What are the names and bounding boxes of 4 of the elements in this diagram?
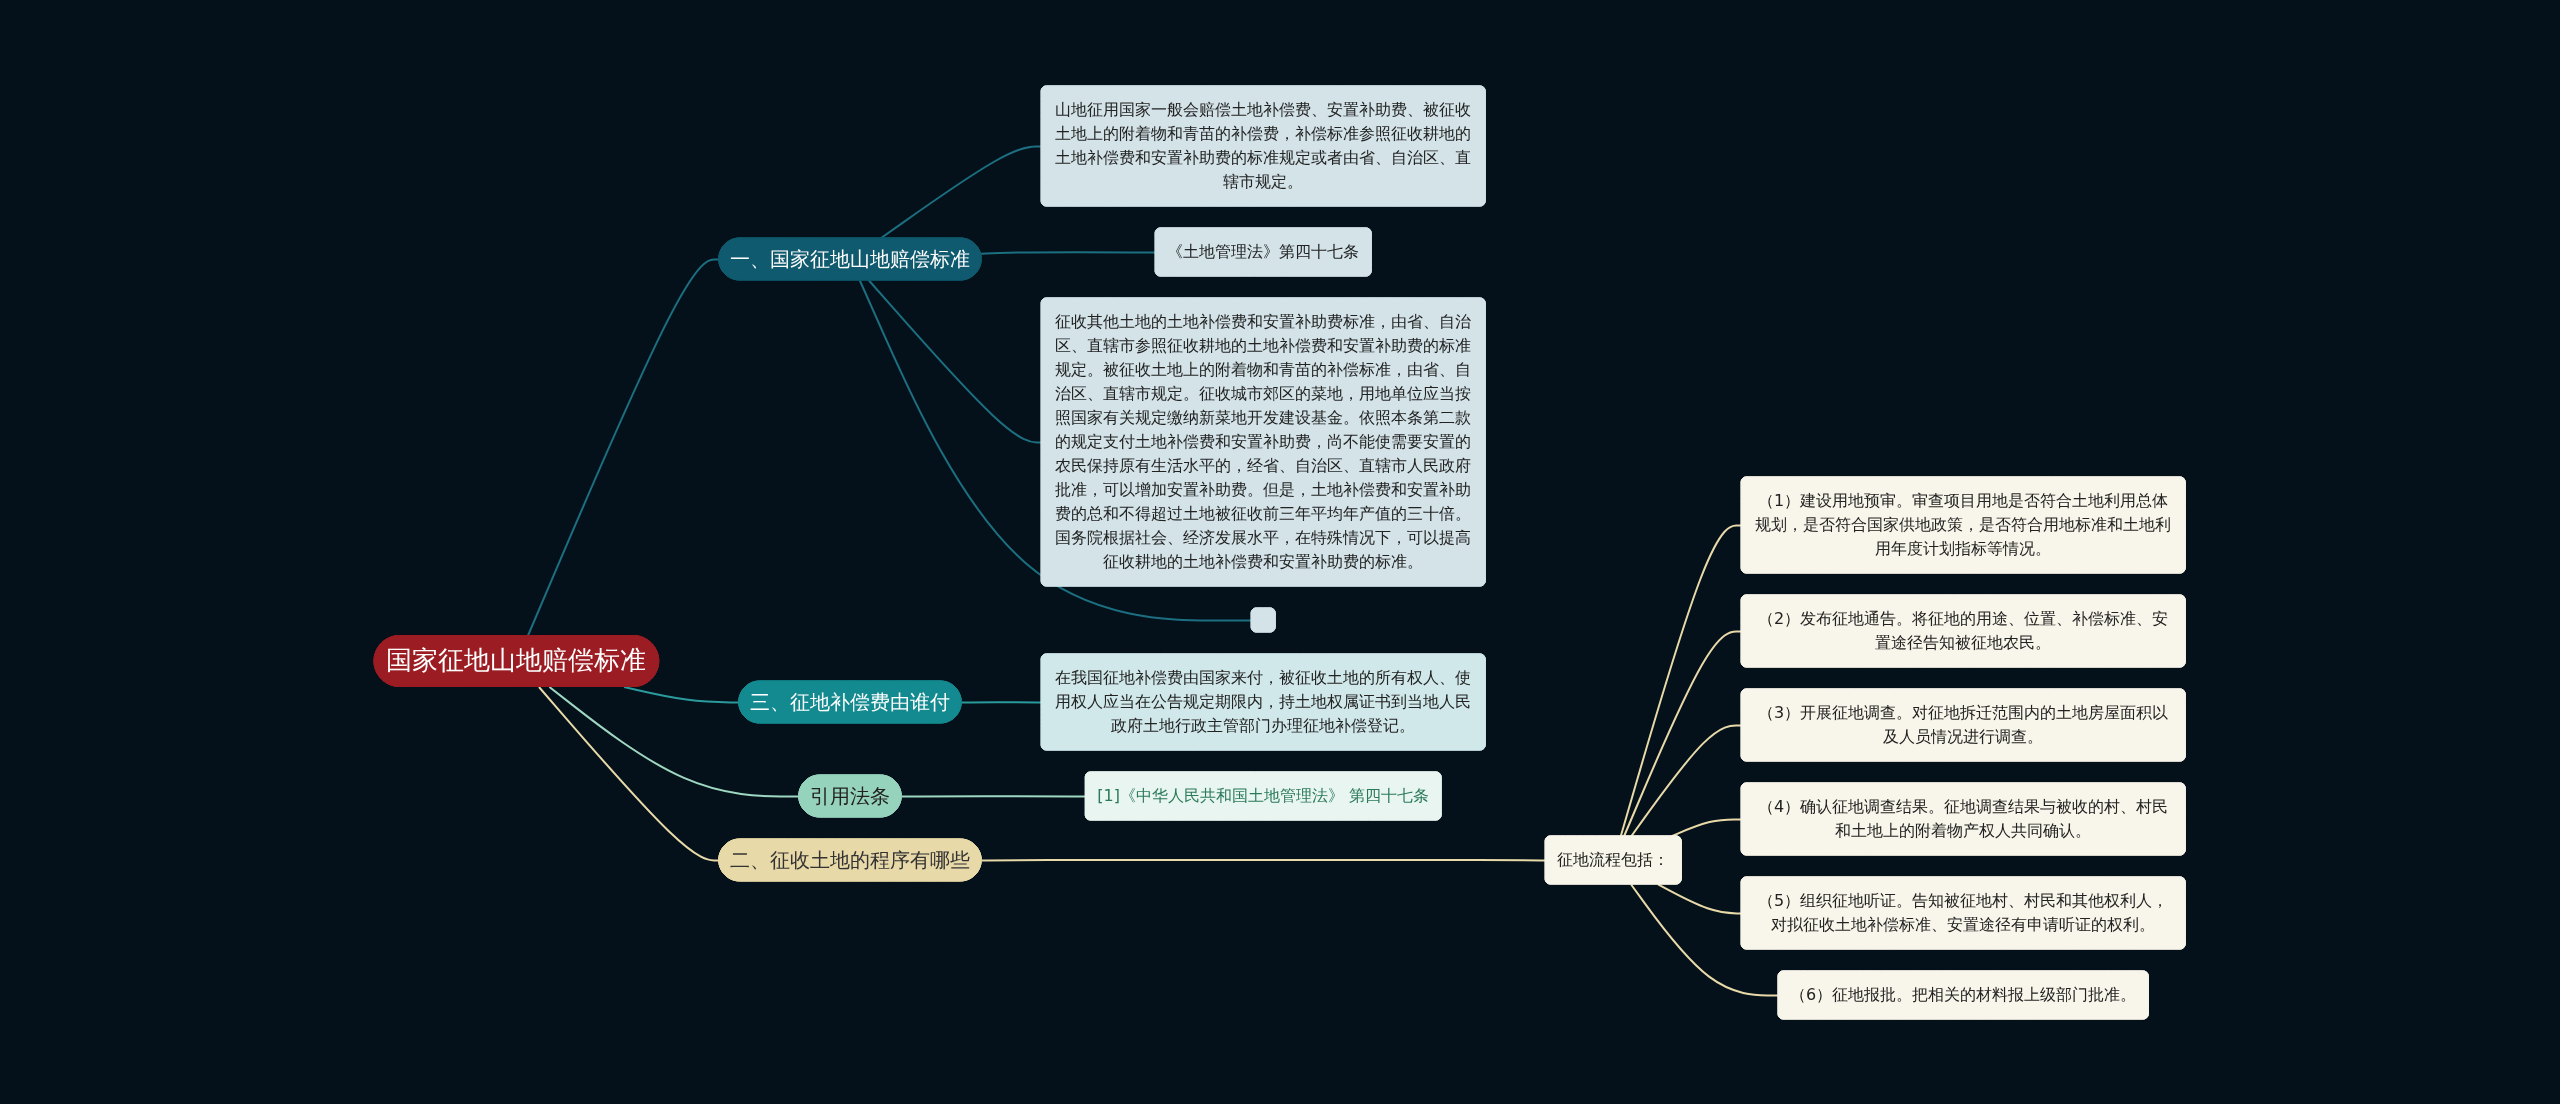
connector (548, 685, 801, 797)
connector (538, 685, 721, 861)
connector (1630, 883, 1780, 996)
connector (623, 685, 741, 703)
